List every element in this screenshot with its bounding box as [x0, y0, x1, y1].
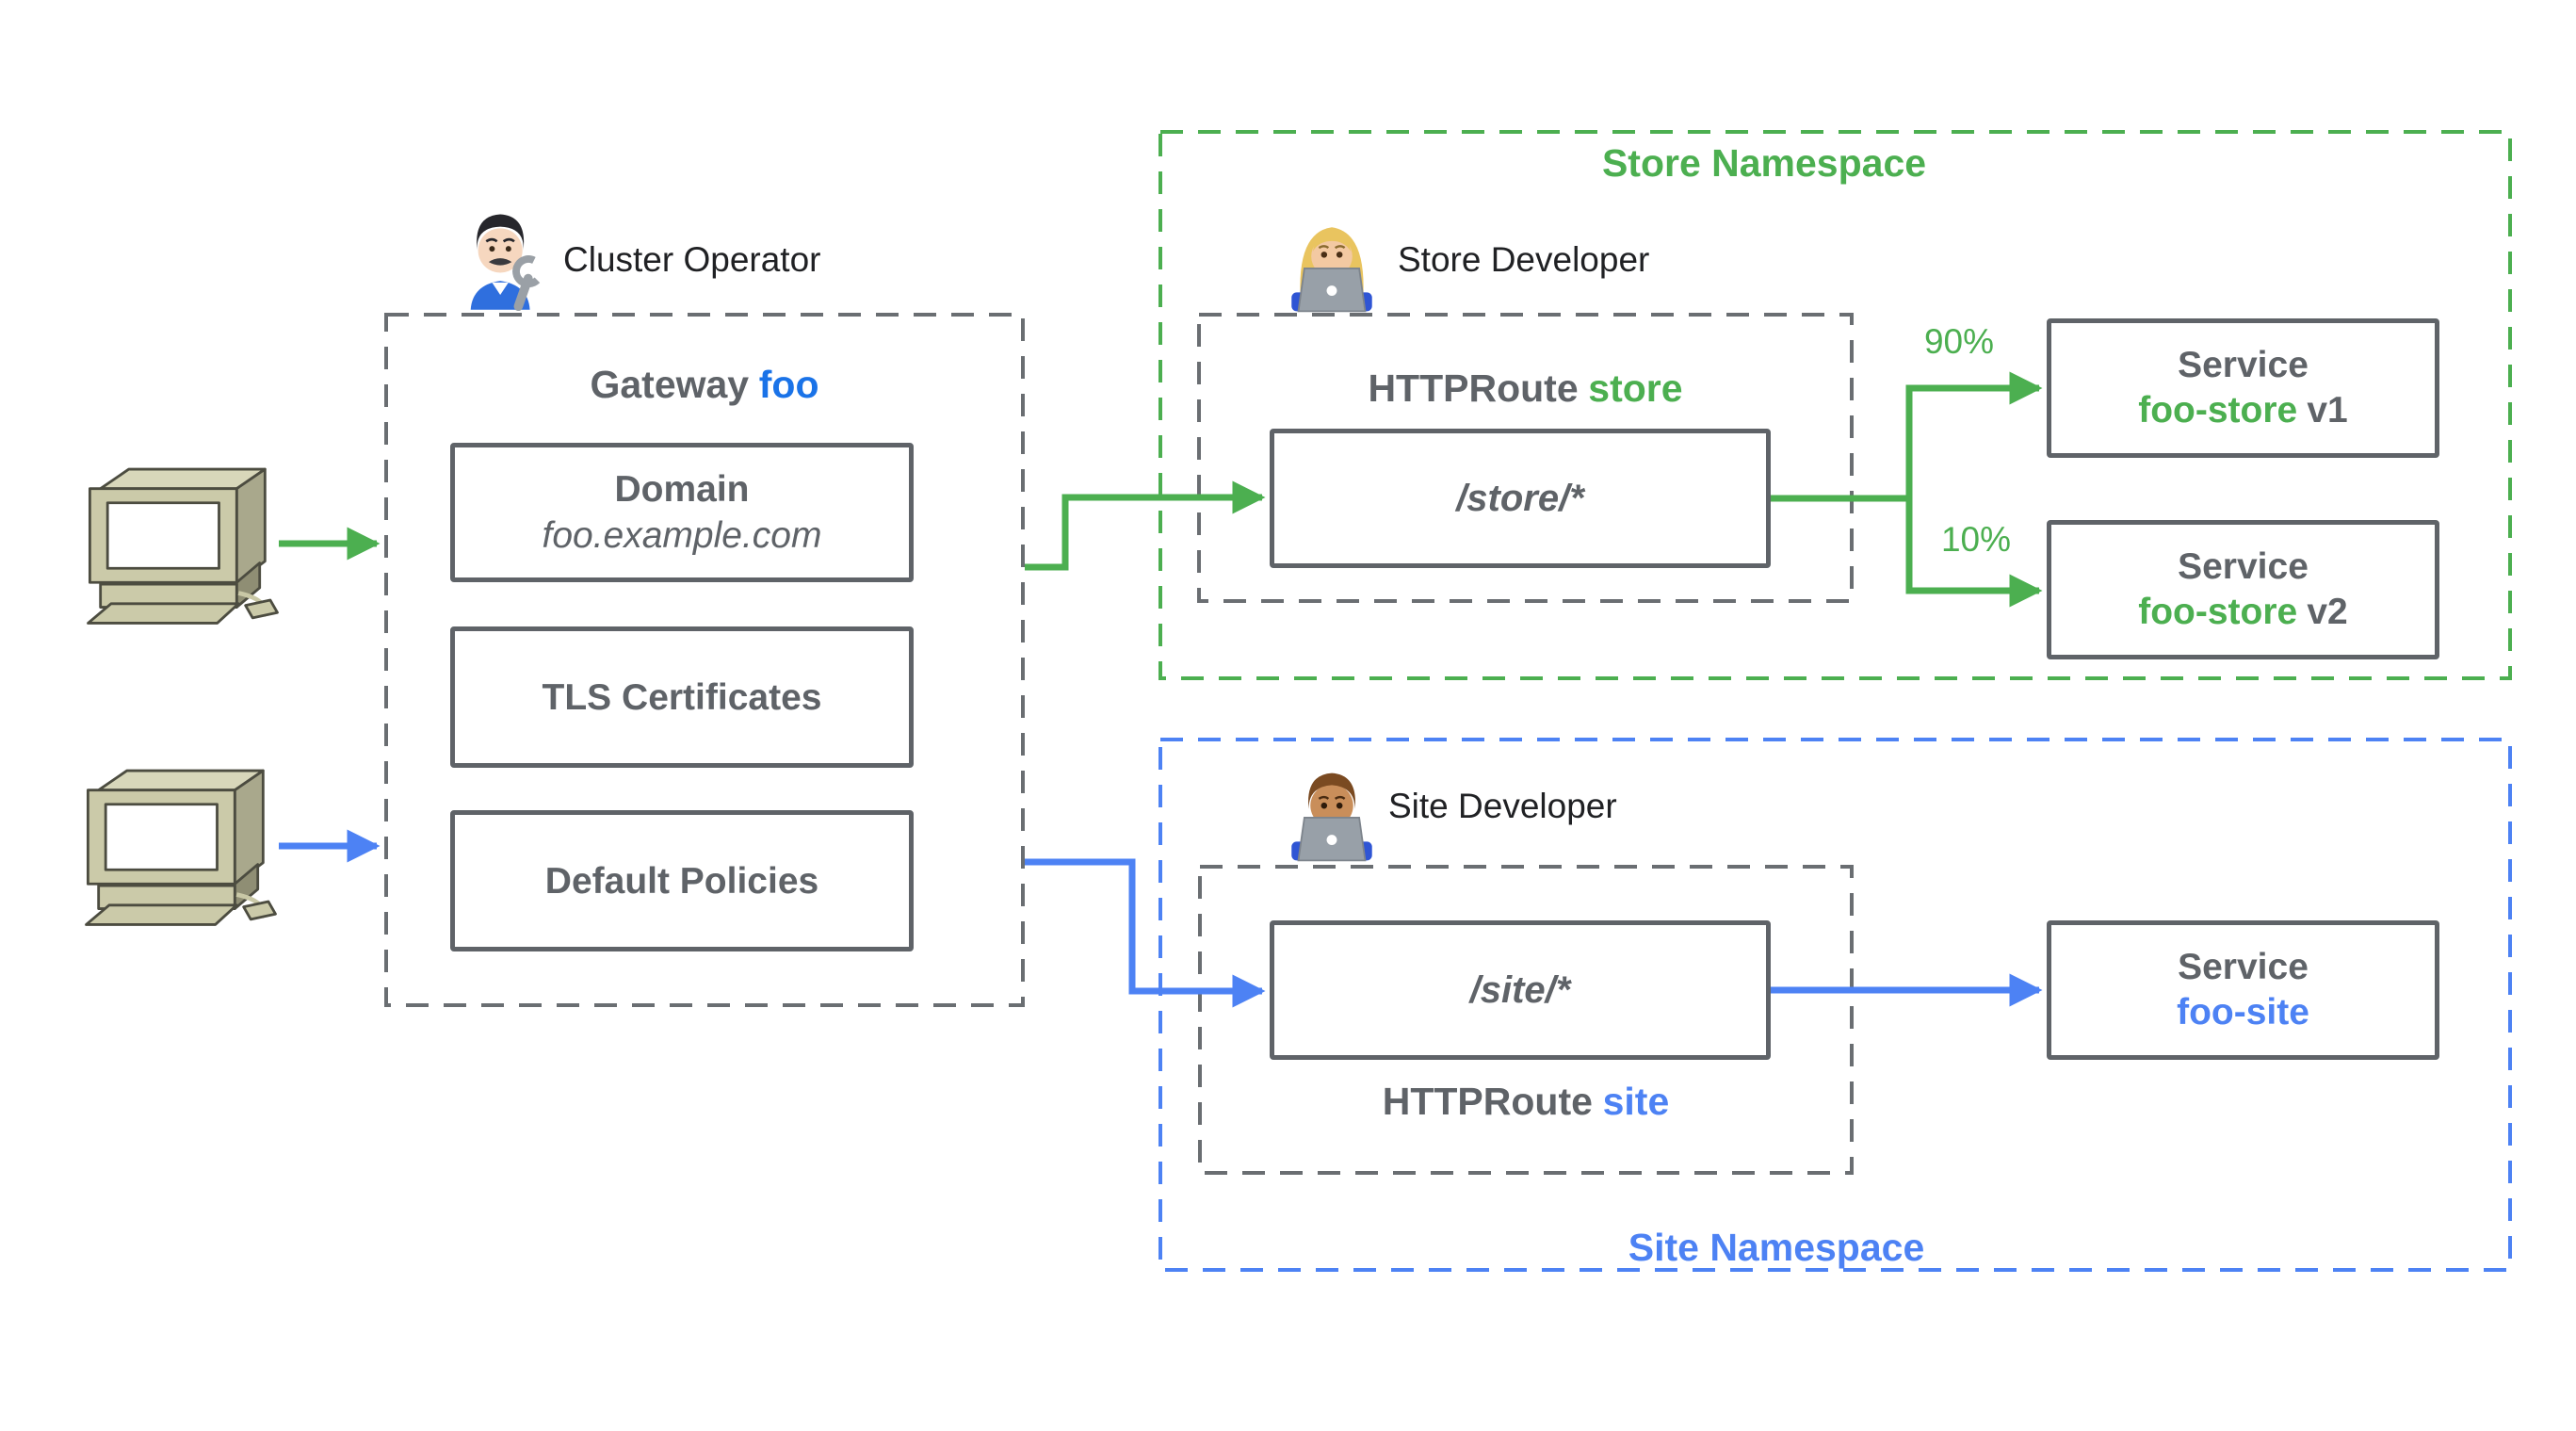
- service-site-name: foo-site: [2177, 992, 2309, 1033]
- store-namespace-label: Store Namespace: [1601, 141, 1927, 185]
- store-path-box: /store/*: [1270, 429, 1771, 568]
- site-developer-icon: [1285, 748, 1379, 867]
- domain-title: Domain: [614, 469, 750, 510]
- gateway-title-prefix: Gateway: [590, 363, 750, 406]
- default-policies-box: Default Policies: [450, 810, 914, 951]
- store-developer-icon: [1285, 200, 1379, 317]
- split-percent-90: 90%: [1923, 322, 1995, 361]
- client-computer-icon-2: [79, 759, 283, 929]
- site-path-text: /site/*: [1469, 968, 1571, 1011]
- site-developer-label: Site Developer: [1388, 787, 1617, 825]
- service-site-name-line: foo-site: [2177, 990, 2309, 1035]
- store-developer-label: Store Developer: [1398, 240, 1650, 279]
- service-v2-label: Service: [2178, 546, 2309, 587]
- cluster-operator-label: Cluster Operator: [563, 240, 821, 279]
- gateway-title-name: foo: [758, 363, 819, 406]
- service-v2-version: v2: [2307, 592, 2348, 632]
- service-v1-name: foo-store: [2138, 390, 2298, 431]
- site-namespace-label: Site Namespace: [1628, 1226, 1925, 1269]
- split-percent-10: 10%: [1940, 520, 2012, 559]
- httproute-site-prefix: HTTPRoute: [1382, 1080, 1593, 1123]
- cluster-operator-icon: [456, 196, 546, 317]
- client-computer-icon-1: [81, 458, 284, 627]
- service-site-label: Service: [2178, 947, 2309, 987]
- site-path-box: /site/*: [1270, 920, 1771, 1060]
- service-v2-name: foo-store: [2138, 592, 2298, 632]
- tls-certificates-label: TLS Certificates: [542, 676, 822, 718]
- service-v1-label: Service: [2178, 345, 2309, 385]
- store-path-text: /store/*: [1456, 477, 1584, 519]
- domain-value: foo.example.com: [542, 515, 822, 556]
- httproute-store-prefix: HTTPRoute: [1368, 366, 1579, 410]
- httproute-store-name: store: [1588, 366, 1683, 410]
- domain-box: Domain foo.example.com: [450, 443, 914, 582]
- httproute-site-name: site: [1602, 1080, 1670, 1123]
- default-policies-label: Default Policies: [544, 860, 819, 902]
- service-v1-version: v1: [2307, 390, 2348, 431]
- tls-certificates-box: TLS Certificates: [450, 626, 914, 768]
- service-foo-site-box: Service foo-site: [2047, 920, 2439, 1060]
